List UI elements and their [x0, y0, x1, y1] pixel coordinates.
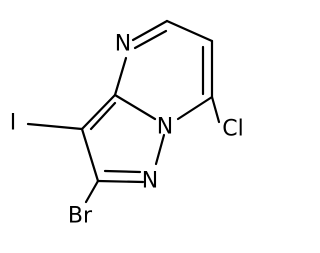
structure-diagram: N N N Cl I Br [10, 19, 244, 229]
bond-n4-c5-inner [133, 29, 168, 50]
atom-n-pyrimidine: N [115, 32, 131, 57]
bond-c7-n1 [176, 95, 214, 121]
bond-n4-c5 [131, 19, 169, 42]
bond-c3a-c3-inner [89, 101, 117, 131]
atom-br: Br [68, 204, 93, 229]
bond-c5-c6 [165, 19, 214, 43]
bond-c2-n2-inner [103, 169, 142, 174]
bond-n2-n1 [154, 133, 166, 166]
atom-iodine: I [10, 111, 17, 136]
bond-c3-i [26, 122, 84, 131]
bond-c3a-c3 [80, 93, 117, 131]
atom-n-pyrazole: N [142, 169, 158, 194]
bond-n1-c3a [113, 93, 157, 121]
bond-c2-br [84, 179, 100, 204]
atom-n-bridge: N [157, 115, 173, 140]
atom-cl: Cl [222, 117, 243, 142]
bond-c2-n2 [96, 179, 145, 184]
bond-c7-cl [210, 95, 221, 124]
bond-c3a-n4 [113, 56, 128, 97]
bond-c3-c2 [80, 127, 100, 183]
